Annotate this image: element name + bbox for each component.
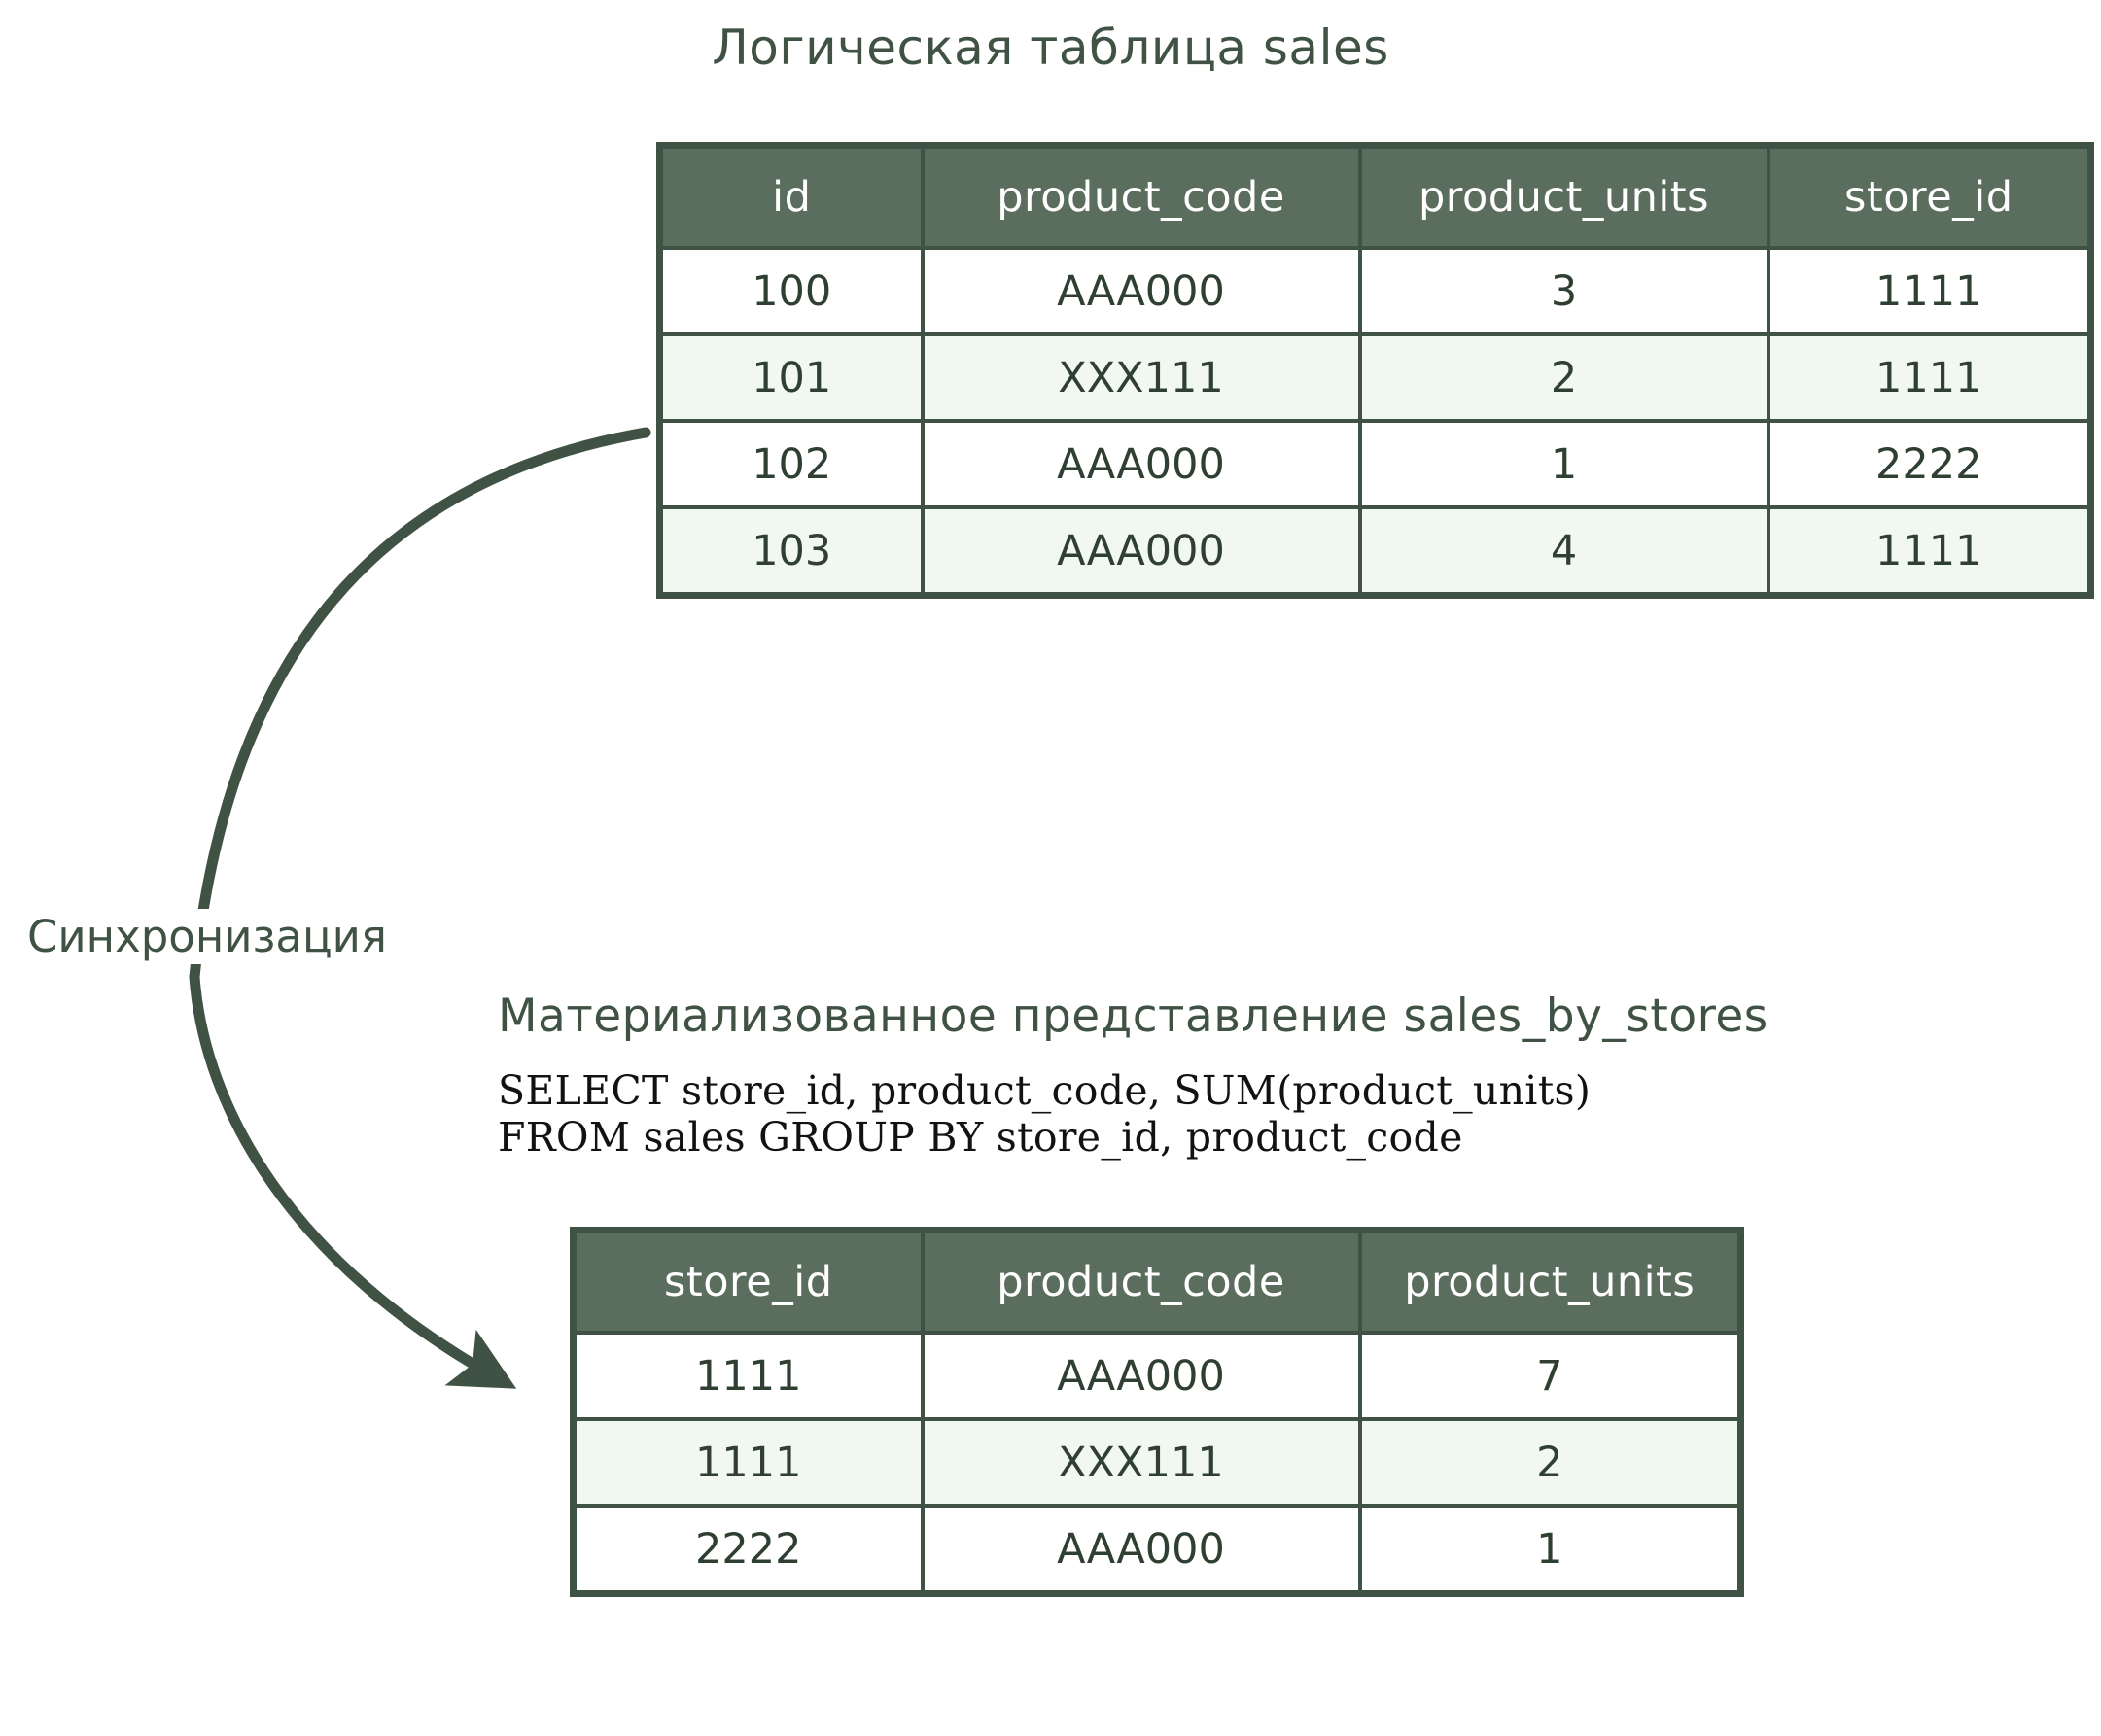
materialized-view-table-sales-by-stores: store_id product_code product_units 1111… bbox=[570, 1227, 1744, 1597]
table-header-row: id product_code product_units store_id bbox=[657, 143, 2093, 250]
column-header-store-id: store_id bbox=[1766, 143, 2093, 250]
table-header-row: store_id product_code product_units bbox=[571, 1228, 1743, 1335]
column-header-store-id: store_id bbox=[571, 1228, 925, 1335]
column-header-id: id bbox=[657, 143, 925, 250]
cell-product-code: AAA000 bbox=[920, 419, 1362, 509]
cell-store-id: 1111 bbox=[571, 1417, 925, 1508]
cell-id: 102 bbox=[657, 419, 925, 509]
table-row: 2222 AAA000 1 bbox=[571, 1504, 1743, 1596]
cell-store-id: 1111 bbox=[1766, 246, 2093, 336]
cell-product-code: XXX111 bbox=[920, 332, 1362, 423]
cell-id: 100 bbox=[657, 246, 925, 336]
cell-product-units: 1 bbox=[1357, 419, 1770, 509]
cell-product-units: 4 bbox=[1357, 505, 1770, 598]
table-row: 1111 AAA000 7 bbox=[571, 1331, 1743, 1421]
table-row: 101 XXX111 2 1111 bbox=[657, 332, 2093, 423]
sync-arrow-lower-curve bbox=[189, 971, 517, 1389]
cell-product-code: AAA000 bbox=[920, 1504, 1362, 1596]
cell-product-units: 3 bbox=[1357, 246, 1770, 336]
cell-id: 101 bbox=[657, 332, 925, 423]
cell-product-units: 1 bbox=[1357, 1504, 1743, 1596]
table-row: 1111 XXX111 2 bbox=[571, 1417, 1743, 1508]
cell-store-id: 1111 bbox=[1766, 505, 2093, 598]
cell-id: 103 bbox=[657, 505, 925, 598]
cell-product-code: AAA000 bbox=[920, 246, 1362, 336]
materialized-view-title: Материализованное представление sales_by… bbox=[498, 990, 1768, 1043]
sync-arrow-upper-curve bbox=[189, 427, 651, 983]
table-row: 102 AAA000 1 2222 bbox=[657, 419, 2093, 509]
cell-store-id: 1111 bbox=[1766, 332, 2093, 423]
table-row: 100 AAA000 3 1111 bbox=[657, 246, 2093, 336]
logical-table-sales: id product_code product_units store_id 1… bbox=[656, 142, 2094, 599]
cell-product-units: 2 bbox=[1357, 1417, 1743, 1508]
cell-product-code: AAA000 bbox=[920, 505, 1362, 598]
sync-label: Синхронизация bbox=[21, 909, 393, 964]
logical-table-title: Логическая таблица sales bbox=[712, 19, 1389, 76]
cell-product-units: 7 bbox=[1357, 1331, 1743, 1421]
column-header-product-code: product_code bbox=[920, 143, 1362, 250]
column-header-product-code: product_code bbox=[920, 1228, 1362, 1335]
column-header-product-units: product_units bbox=[1357, 1228, 1743, 1335]
cell-store-id: 1111 bbox=[571, 1331, 925, 1421]
cell-product-code: XXX111 bbox=[920, 1417, 1362, 1508]
column-header-product-units: product_units bbox=[1357, 143, 1770, 250]
cell-store-id: 2222 bbox=[571, 1504, 925, 1596]
cell-product-units: 2 bbox=[1357, 332, 1770, 423]
cell-product-code: AAA000 bbox=[920, 1331, 1362, 1421]
sql-query-text: SELECT store_id, product_code, SUM(produ… bbox=[498, 1067, 1592, 1162]
table-row: 103 AAA000 4 1111 bbox=[657, 505, 2093, 598]
cell-store-id: 2222 bbox=[1766, 419, 2093, 509]
